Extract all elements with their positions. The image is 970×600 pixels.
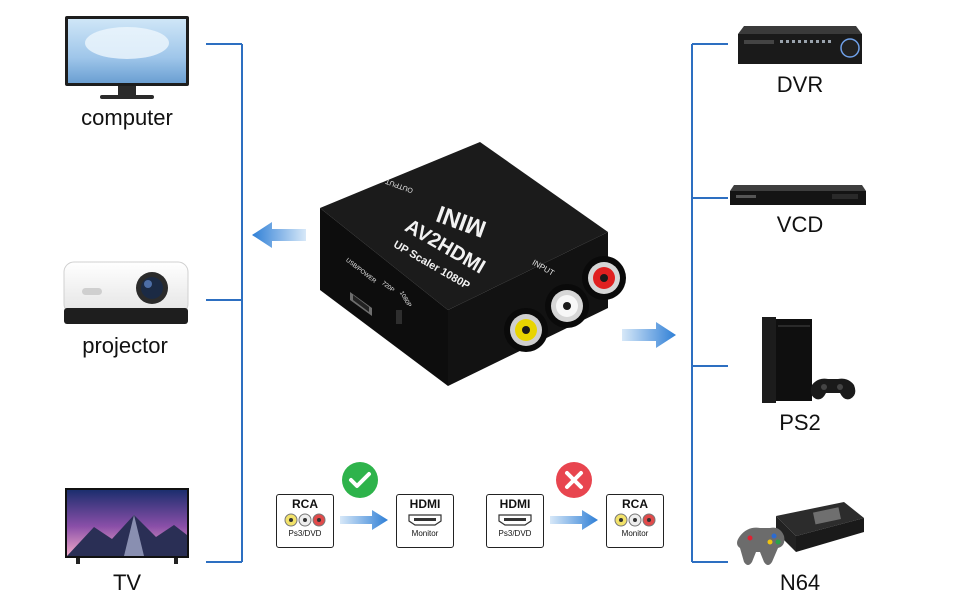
target-label-n64: N64 (779, 570, 821, 595)
cross-icon (565, 471, 583, 489)
compat-bad-from-sub: Ps3/DVD (498, 529, 532, 538)
checkmark-icon (349, 472, 371, 488)
compat-bad-to-title: RCA (622, 497, 648, 511)
target-label-ps2: PS2 (779, 410, 821, 435)
compat-ok-from-box: RCA Ps3/DVD (276, 494, 334, 548)
bad-status-badge (556, 462, 592, 498)
source-label-projector: projector (82, 333, 168, 358)
source-label-computer: computer (81, 105, 173, 130)
compat-ok-arrow-icon (340, 510, 388, 530)
compat-ok-from-title: RCA (292, 497, 318, 511)
left-bracket (206, 43, 243, 563)
right-bracket (691, 43, 728, 563)
target-label-vcd: VCD (776, 212, 824, 237)
compat-ok-to-title: HDMI (409, 497, 441, 511)
compat-bad-arrow-icon (550, 510, 598, 530)
source-label-tv: TV (112, 570, 142, 595)
rca-jacks-icon (614, 513, 656, 527)
compat-bad-from-box: HDMI Ps3/DVD (486, 494, 544, 548)
dvd-player-icon (730, 185, 866, 205)
hdmi-port-icon (498, 514, 532, 526)
hdmi-port-icon (408, 514, 442, 526)
console-icon (762, 317, 856, 403)
target-label-dvr: DVR (776, 72, 824, 97)
input-arrow-icon (622, 322, 676, 348)
compat-bad-from-title: HDMI (499, 497, 531, 511)
ok-status-badge (342, 462, 378, 498)
compat-ok-to-box: HDMI Monitor (396, 494, 454, 548)
n64-console-icon (737, 502, 864, 565)
tv-icon (65, 488, 189, 564)
projector-icon (63, 261, 189, 324)
compat-ok-from-sub: Ps3/DVD (288, 529, 322, 538)
rca-jacks-icon (284, 513, 326, 527)
output-arrow-icon (252, 222, 306, 248)
monitor-icon (65, 16, 189, 99)
av2hdmi-converter: MINI AV2HDMI UP Scaler 1080P OUTPUT INPU… (320, 142, 626, 386)
compat-bad-to-sub: Monitor (621, 529, 649, 538)
compat-ok-to-sub: Monitor (411, 529, 439, 538)
dvr-icon (738, 26, 862, 64)
compat-bad-to-box: RCA Monitor (606, 494, 664, 548)
